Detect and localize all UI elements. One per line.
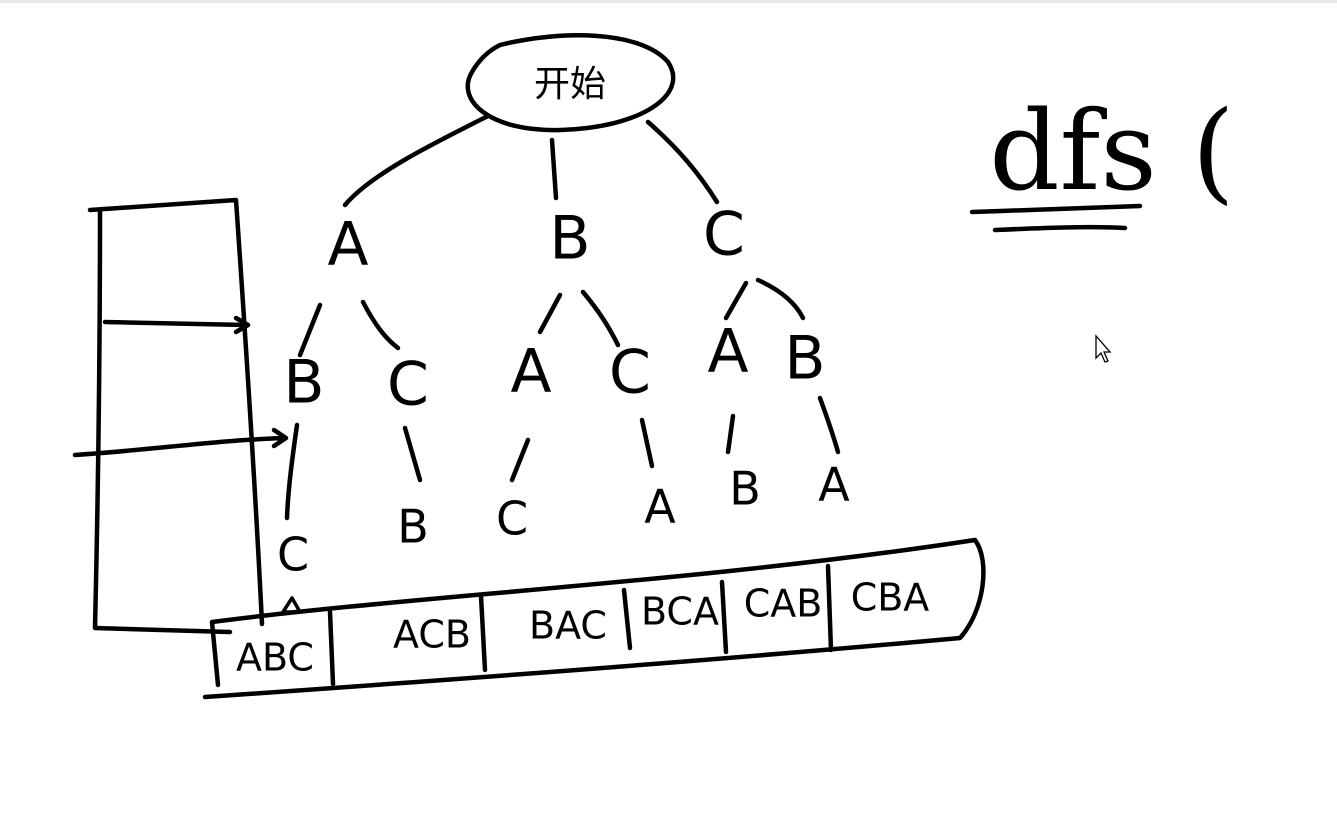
title-underline-1 (969, 203, 1143, 215)
edge-B-A-leaf (817, 395, 841, 455)
title-text: dfs ( (989, 87, 1234, 215)
root-node-outline (465, 33, 676, 133)
stack-outline (87, 197, 265, 635)
edge-root-A (342, 113, 491, 208)
result-divider-2 (478, 593, 488, 673)
result-strip-outline (202, 537, 986, 700)
edge-C-A-leaf (639, 417, 655, 469)
edge-C-B (755, 277, 806, 321)
level2-node-A: A (510, 337, 551, 407)
edge-A-B-leaf (725, 413, 736, 455)
stack-arrow-head-1 (233, 315, 251, 335)
level3-node-A2: A (818, 458, 850, 512)
result-divider-1 (327, 609, 336, 687)
level1-node-A: A (327, 210, 368, 280)
level3-node-A: A (644, 480, 676, 534)
edge-B-A (537, 292, 563, 335)
mouse-cursor-icon (1095, 334, 1112, 363)
level2-node-C2: C (609, 338, 651, 408)
edge-A-C (360, 299, 401, 351)
edge-C-B-leaf (402, 425, 423, 483)
result-divider-5 (825, 563, 834, 653)
result-divider-4 (719, 579, 729, 655)
title-underline-2 (992, 224, 1128, 233)
edge-C-A (723, 280, 749, 321)
permutation-ABC: ABC (236, 636, 314, 680)
level2-node-B2: B (784, 324, 825, 394)
permutation-CAB: CAB (744, 582, 823, 626)
edge-B-C (580, 289, 621, 348)
permutation-ACB: ACB (393, 613, 471, 657)
permutation-CBA: CBA (851, 576, 930, 620)
edge-root-B (549, 137, 559, 201)
level3-node-B: B (397, 500, 429, 554)
edge-A-B (297, 302, 323, 358)
level1-node-C: C (703, 200, 745, 270)
edge-A-C-leaf (509, 437, 531, 483)
root-node-label: 开始 (534, 64, 606, 105)
stack-arrow-head-2 (271, 427, 289, 449)
level1-node-B: B (549, 204, 590, 274)
permutation-BAC: BAC (529, 604, 607, 648)
result-divider-3 (621, 587, 633, 651)
stack-divider-2 (72, 435, 287, 458)
stack-divider-1 (102, 319, 249, 328)
level2-node-C: C (387, 350, 429, 420)
level2-node-A2: A (707, 317, 748, 387)
level3-node-B2: B (729, 462, 761, 516)
permutation-BCA: BCA (641, 590, 719, 634)
pointer-mark (281, 596, 302, 614)
edge-root-C (645, 119, 720, 205)
level3-node-C2: C (496, 492, 528, 546)
edge-B-C-leaf (284, 422, 300, 521)
level3-node-C: C (277, 528, 309, 582)
top-border (0, 0, 1337, 3)
level2-node-B: B (283, 348, 324, 418)
